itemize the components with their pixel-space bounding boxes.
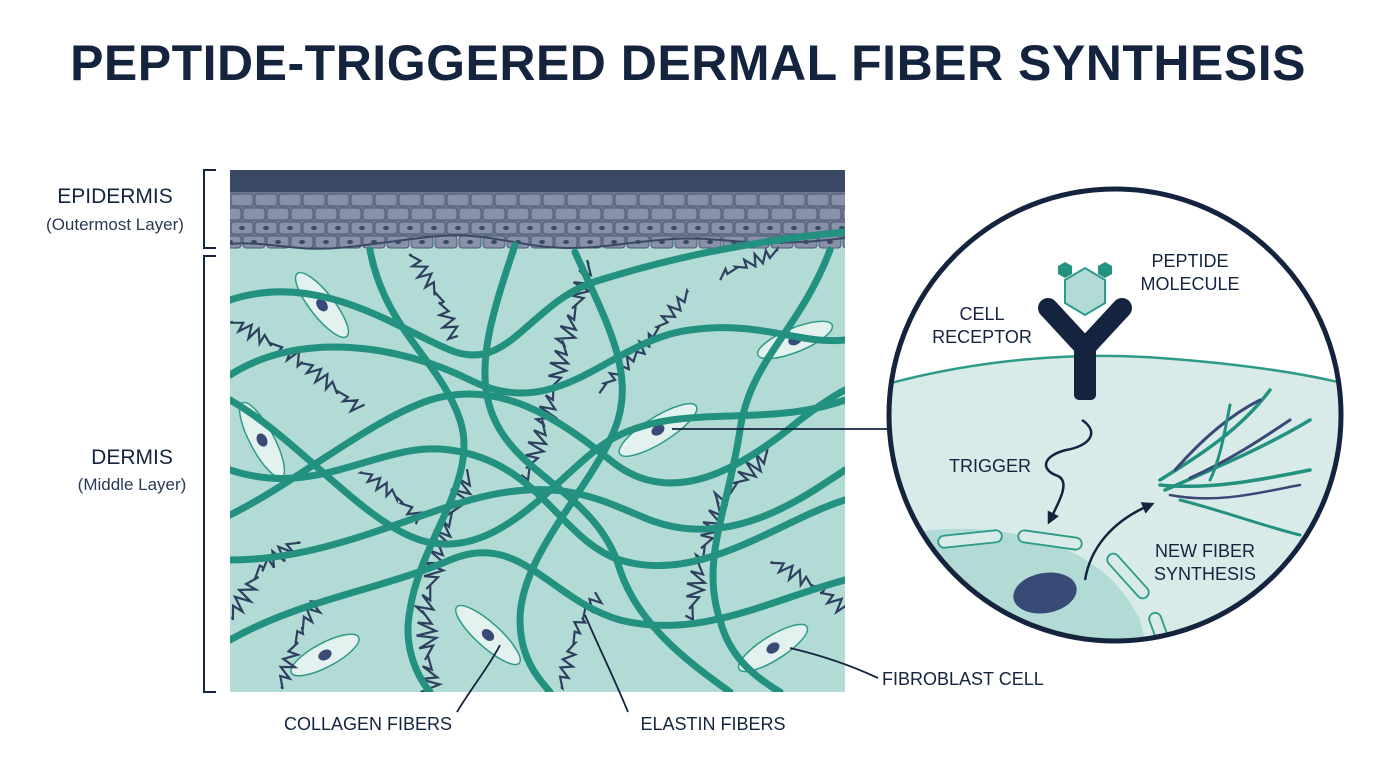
trigger-label: TRIGGER [949, 456, 1031, 476]
layer-brackets [203, 169, 216, 693]
collagen-callout-line [456, 644, 501, 713]
collagen-fiber [230, 445, 845, 569]
nucleus [1013, 572, 1077, 614]
peptide-node [1098, 262, 1112, 278]
elastin-fiber [278, 600, 326, 690]
peptide-molecule [1058, 262, 1112, 317]
collagen-fiber [481, 241, 734, 692]
skin-cross-section [230, 170, 845, 692]
elastin-fiber [684, 448, 769, 622]
epidermis-sublabel: (Outermost Layer) [46, 215, 184, 234]
peptide-node [1058, 262, 1072, 278]
synthesis-label-line1: NEW FIBER [1155, 541, 1255, 561]
elastin-fiber [357, 470, 423, 525]
magnified-inset: PEPTIDE MOLECULE CELL RECEPTOR TRIGGER N… [886, 186, 1344, 644]
fibroblast [455, 604, 521, 666]
fibroblast [290, 633, 360, 677]
elastin-callout-line [584, 614, 629, 713]
callout-lines [456, 428, 890, 713]
fibroblast-callout-line [789, 647, 879, 679]
epidermis-label: EPIDERMIS [57, 185, 173, 208]
receptor-label-line2: RECEPTOR [932, 327, 1032, 347]
collagen-fiber [230, 386, 845, 519]
elastin-fiber [520, 259, 595, 482]
collagen-fiber [709, 246, 834, 692]
receptor-stem [1074, 345, 1096, 400]
trigger-signal [1045, 418, 1093, 525]
elastin-fibers [230, 245, 845, 692]
collagen-fiber [516, 248, 626, 692]
new-fiber-bundle [1158, 388, 1312, 537]
epidermal-cells [230, 193, 845, 249]
fibroblasts [238, 271, 834, 677]
inset-border [886, 186, 1344, 644]
collagen-fibers [230, 228, 845, 692]
collagen-fiber [230, 396, 845, 548]
collagen-fibers-label: COLLAGEN FIBERS [284, 714, 452, 734]
peptide-label-line2: MOLECULE [1140, 274, 1239, 294]
collagen-fiber [230, 228, 845, 359]
peptide-label-line1: PEPTIDE [1151, 251, 1228, 271]
fibroblast [294, 271, 350, 339]
collagen-fiber [366, 246, 468, 692]
elastin-fiber [230, 320, 365, 414]
stratum-corneum [230, 170, 845, 192]
dermis-bracket [203, 255, 216, 693]
receptor-label-line1: CELL [959, 304, 1004, 324]
elastin-fiber [231, 541, 301, 621]
page-title: PEPTIDE-TRIGGERED DERMAL FIBER SYNTHESIS [70, 35, 1306, 91]
synthesis-arrow [1083, 502, 1155, 581]
epidermis-bracket [203, 169, 216, 249]
synthesis-label-line2: SYNTHESIS [1154, 564, 1256, 584]
elastin-fiber [408, 253, 460, 341]
fibroblast [737, 623, 809, 673]
dermis-label: DERMIS [91, 446, 173, 469]
dermis-sublabel: (Middle Layer) [78, 475, 187, 494]
elastin-fibers-label: ELASTIN FIBERS [640, 714, 785, 734]
fibroblast [238, 401, 286, 479]
nuclear-envelope [937, 529, 1172, 641]
elastin-fiber [719, 245, 779, 281]
collagen-fiber [230, 324, 845, 397]
basement-membrane [230, 234, 845, 250]
fibroblast-cell-label: FIBROBLAST CELL [882, 669, 1044, 689]
